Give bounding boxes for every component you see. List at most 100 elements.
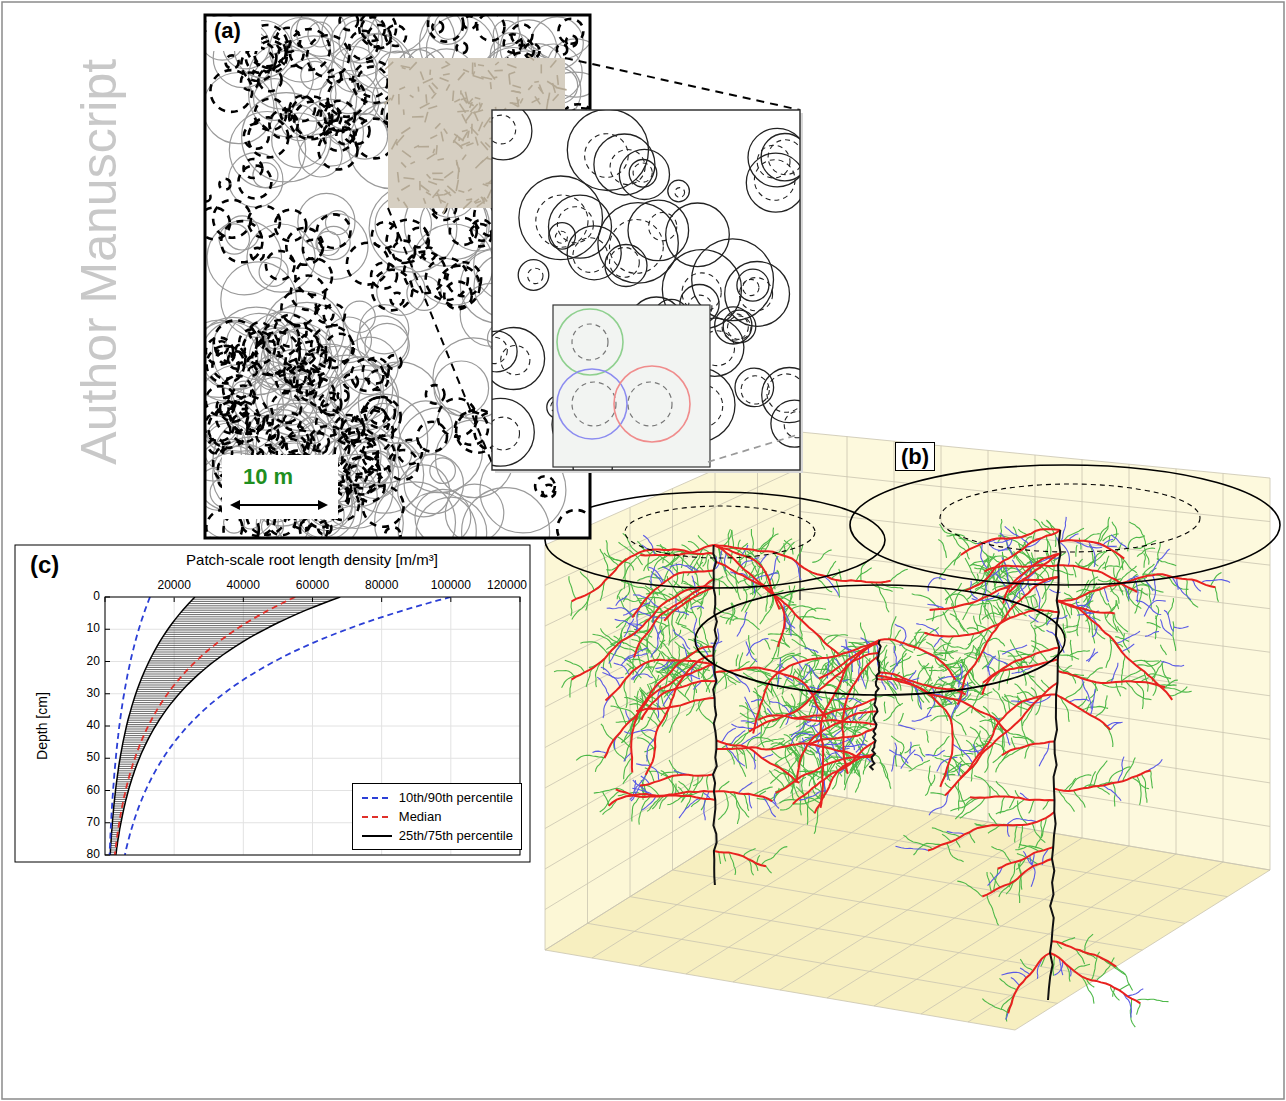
fine-root bbox=[927, 666, 933, 686]
fine-root bbox=[1031, 641, 1050, 650]
fine-root bbox=[1034, 519, 1052, 534]
fine-root bbox=[861, 638, 871, 645]
plant-circle bbox=[213, 200, 251, 238]
fine-root bbox=[718, 791, 728, 819]
fine-root bbox=[569, 576, 576, 599]
fine-root bbox=[947, 831, 965, 834]
plant-circle bbox=[212, 352, 238, 378]
patch-circle bbox=[462, 488, 550, 538]
fine-root bbox=[767, 708, 772, 715]
fine-root bbox=[1011, 738, 1015, 749]
fine-root bbox=[658, 689, 661, 718]
fine-root bbox=[1137, 548, 1155, 557]
fine-root bbox=[675, 622, 686, 627]
fine-root bbox=[1046, 566, 1074, 575]
fine-root bbox=[1137, 1003, 1141, 1014]
fine-root bbox=[947, 535, 970, 550]
fine-root bbox=[593, 634, 616, 647]
fine-root bbox=[602, 672, 620, 686]
fine-root bbox=[1008, 825, 1010, 837]
grid-line bbox=[1270, 478, 1271, 870]
fine-root bbox=[1136, 660, 1161, 666]
fine-root bbox=[805, 648, 819, 653]
fine-root bbox=[630, 581, 641, 605]
fine-root bbox=[1032, 595, 1037, 605]
fine-root bbox=[1174, 626, 1189, 628]
fine-root bbox=[901, 750, 916, 769]
patch-circle bbox=[205, 317, 269, 389]
plant-circle bbox=[219, 179, 230, 190]
fine-root bbox=[683, 644, 687, 658]
fine-root bbox=[1099, 526, 1109, 543]
plant-circle bbox=[221, 221, 262, 262]
fine-root bbox=[928, 578, 946, 592]
fine-root bbox=[637, 738, 654, 752]
root-system bbox=[554, 517, 1230, 1027]
fine-root bbox=[1121, 670, 1142, 682]
fine-root bbox=[1129, 522, 1145, 545]
fine-root bbox=[947, 843, 964, 862]
patch-circle bbox=[518, 15, 590, 60]
patch-circle bbox=[302, 214, 368, 280]
fine-root bbox=[1169, 687, 1187, 696]
fine-root bbox=[1168, 598, 1174, 615]
fine-root bbox=[987, 665, 991, 676]
fine-root bbox=[655, 574, 662, 584]
fine-root bbox=[1152, 661, 1164, 678]
patch-circle bbox=[339, 394, 428, 483]
fine-root bbox=[1106, 636, 1112, 668]
patch-circle bbox=[415, 489, 471, 538]
lateral-root bbox=[640, 775, 713, 786]
fine-root bbox=[915, 633, 925, 648]
fine-root bbox=[669, 760, 678, 775]
fine-root bbox=[761, 568, 762, 580]
fine-root bbox=[1133, 660, 1160, 662]
fine-root bbox=[942, 693, 946, 707]
fine-root bbox=[623, 603, 650, 616]
fine-root bbox=[902, 650, 906, 678]
lateral-root bbox=[631, 647, 713, 773]
fine-root bbox=[754, 752, 755, 770]
fine-root bbox=[839, 569, 841, 581]
fine-root bbox=[749, 794, 752, 809]
lateral-root bbox=[714, 545, 785, 647]
fine-root bbox=[744, 794, 749, 811]
fine-root bbox=[1000, 797, 1005, 814]
canopy-ellipse bbox=[625, 506, 815, 558]
fine-root bbox=[674, 581, 685, 592]
lateral-root bbox=[958, 577, 1059, 705]
fine-root bbox=[1069, 534, 1079, 540]
patch-circle bbox=[326, 317, 372, 363]
lateral-root bbox=[998, 847, 1054, 869]
patch-circle bbox=[427, 15, 468, 44]
fine-root bbox=[779, 658, 781, 673]
fine-root bbox=[856, 568, 872, 581]
fine-root bbox=[554, 671, 576, 677]
plant-circle bbox=[457, 43, 468, 54]
fine-root bbox=[612, 695, 626, 725]
fine-root bbox=[823, 635, 848, 642]
fine-root bbox=[1126, 681, 1152, 700]
fine-root bbox=[733, 619, 759, 630]
fine-root bbox=[796, 545, 803, 562]
fine-root bbox=[851, 657, 853, 672]
fine-root bbox=[1201, 580, 1230, 583]
lateral-root bbox=[634, 579, 714, 657]
fine-root bbox=[719, 852, 721, 864]
canopy-ellipse bbox=[695, 585, 1065, 695]
fine-root bbox=[1215, 587, 1218, 602]
fine-root bbox=[1047, 536, 1049, 556]
fine-root bbox=[1019, 544, 1040, 568]
fine-root bbox=[1090, 689, 1095, 715]
fine-root bbox=[1095, 695, 1107, 717]
patch-circle bbox=[430, 458, 456, 484]
fine-root bbox=[580, 642, 608, 655]
fine-root bbox=[719, 781, 730, 791]
fine-root bbox=[739, 653, 743, 671]
grid-line bbox=[800, 472, 1270, 522]
fine-root bbox=[912, 594, 940, 609]
fine-root bbox=[1096, 958, 1114, 981]
lateral-root bbox=[646, 656, 714, 775]
fine-root bbox=[760, 595, 774, 624]
fine-root bbox=[1002, 645, 1027, 654]
